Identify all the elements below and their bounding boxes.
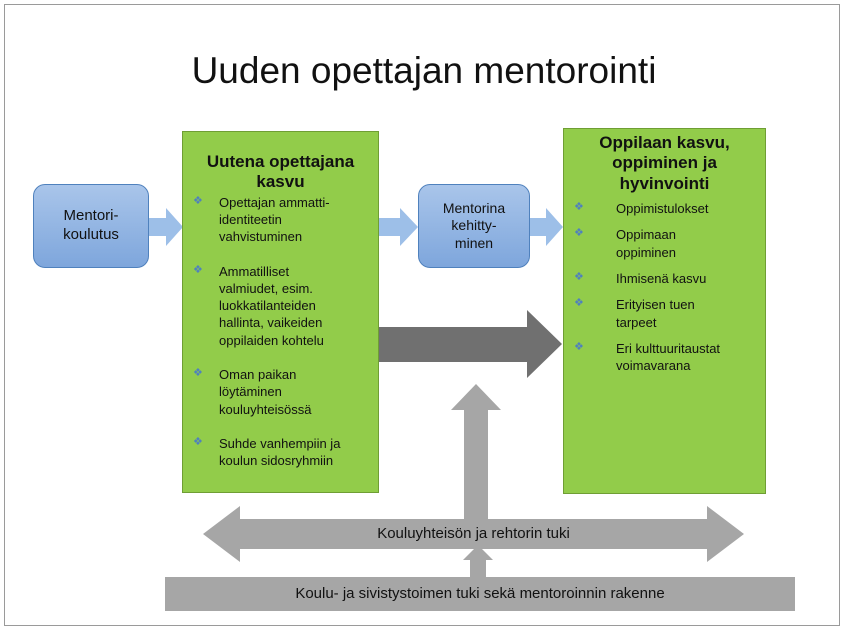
teacher-growth-item-line: löytäminen <box>219 384 282 400</box>
student-growth-item-line: oppiminen <box>616 244 676 260</box>
blue-arrow-1 <box>148 208 183 246</box>
support-double-arrow <box>203 506 744 562</box>
student-growth-title-line3: hyvinvointi <box>619 173 710 193</box>
student-growth-box: Oppilaan kasvu, oppiminen ja hyvinvointi… <box>563 128 766 494</box>
student-growth-item-line: Erityisen tuen <box>616 297 695 313</box>
up-arrow-lower <box>463 545 493 577</box>
slide-title: Uuden opettajan mentorointi <box>191 50 657 91</box>
mentor-development-line3: minen <box>454 234 494 251</box>
student-growth-item-line: Oppimistulokset <box>616 201 709 217</box>
teacher-growth-item-line: Oman paikan <box>219 367 297 383</box>
student-growth-item: ❖ Oppimistulokset <box>574 200 765 217</box>
student-growth-item-line: voimavarana <box>616 358 691 374</box>
base-bar-label: Koulu- ja sivistystoimen tuki sekä mento… <box>295 585 665 602</box>
base-bar <box>165 577 795 611</box>
teacher-growth-item-line: vahvistuminen <box>219 229 303 245</box>
teacher-growth-title-line2: kasvu <box>256 172 305 192</box>
student-growth-item-line: tarpeet <box>616 314 657 330</box>
teacher-growth-item: ❖ Suhde vanhempiin ja koulun sidosryhmiin <box>193 435 378 470</box>
mentor-development-line1: Mentorina <box>442 199 506 216</box>
teacher-growth-item-line: identiteetin <box>219 212 282 228</box>
blue-arrow-2 <box>378 208 418 246</box>
bullet-icon: ❖ <box>574 227 584 240</box>
teacher-growth-item-line: oppilaiden kohtelu <box>219 332 324 348</box>
teacher-growth-item-line: hallinta, vaikeiden <box>219 315 323 331</box>
mentor-development-line2: kehitty- <box>451 217 497 234</box>
teacher-growth-box: Uutena opettajana kasvu ❖ Opettajan ammat… <box>182 131 379 493</box>
mentor-training-box: Mentori- koulutus <box>33 184 149 268</box>
student-growth-item-line: Oppimaan <box>616 227 676 243</box>
up-arrow-upper <box>451 384 501 519</box>
support-bar-label: Kouluyhteisön ja rehtorin tuki <box>377 525 570 542</box>
teacher-growth-item-line: Ammatilliset <box>219 263 290 279</box>
teacher-growth-item-line: Suhde vanhempiin ja <box>219 435 341 451</box>
blue-arrow-3 <box>530 208 563 246</box>
student-growth-title-line2: oppiminen ja <box>612 153 717 173</box>
student-growth-item-line: Ihmisenä kasvu <box>616 271 707 287</box>
teacher-growth-title: Uutena opettajana kasvu <box>183 152 378 193</box>
mentor-training-line1: Mentori- <box>63 207 119 225</box>
bullet-icon: ❖ <box>574 340 584 353</box>
bullet-icon: ❖ <box>193 263 203 276</box>
bullet-icon: ❖ <box>193 435 203 448</box>
teacher-growth-item-line: koulun sidosryhmiin <box>219 453 334 469</box>
student-growth-item: ❖ Eri kulttuuritaustat voimavarana <box>574 340 765 375</box>
teacher-growth-item-line: luokkatilanteiden <box>219 298 316 314</box>
bullet-icon: ❖ <box>574 271 584 284</box>
dark-arrow <box>378 310 562 378</box>
bullet-icon: ❖ <box>574 201 584 214</box>
bullet-icon: ❖ <box>193 194 203 207</box>
mentor-training-line2: koulutus <box>63 226 119 243</box>
bullet-icon: ❖ <box>574 297 584 310</box>
teacher-growth-item-line: kouluyhteisössä <box>219 401 312 417</box>
student-growth-item-line: Eri kulttuuritaustat <box>616 340 721 356</box>
student-growth-title: Oppilaan kasvu, oppiminen ja hyvinvointi <box>564 133 765 194</box>
teacher-growth-item-line: valmiudet, esim. <box>219 280 313 296</box>
bullet-icon: ❖ <box>193 367 203 380</box>
student-growth-title-line1: Oppilaan kasvu, <box>599 133 730 152</box>
mentor-development-box: Mentorina kehitty- minen <box>418 184 530 268</box>
teacher-growth-item-line: Opettajan ammatti- <box>219 194 330 210</box>
teacher-growth-title-line1: Uutena opettajana <box>206 152 355 171</box>
student-growth-item: ❖ Ihmisenä kasvu <box>574 270 765 287</box>
